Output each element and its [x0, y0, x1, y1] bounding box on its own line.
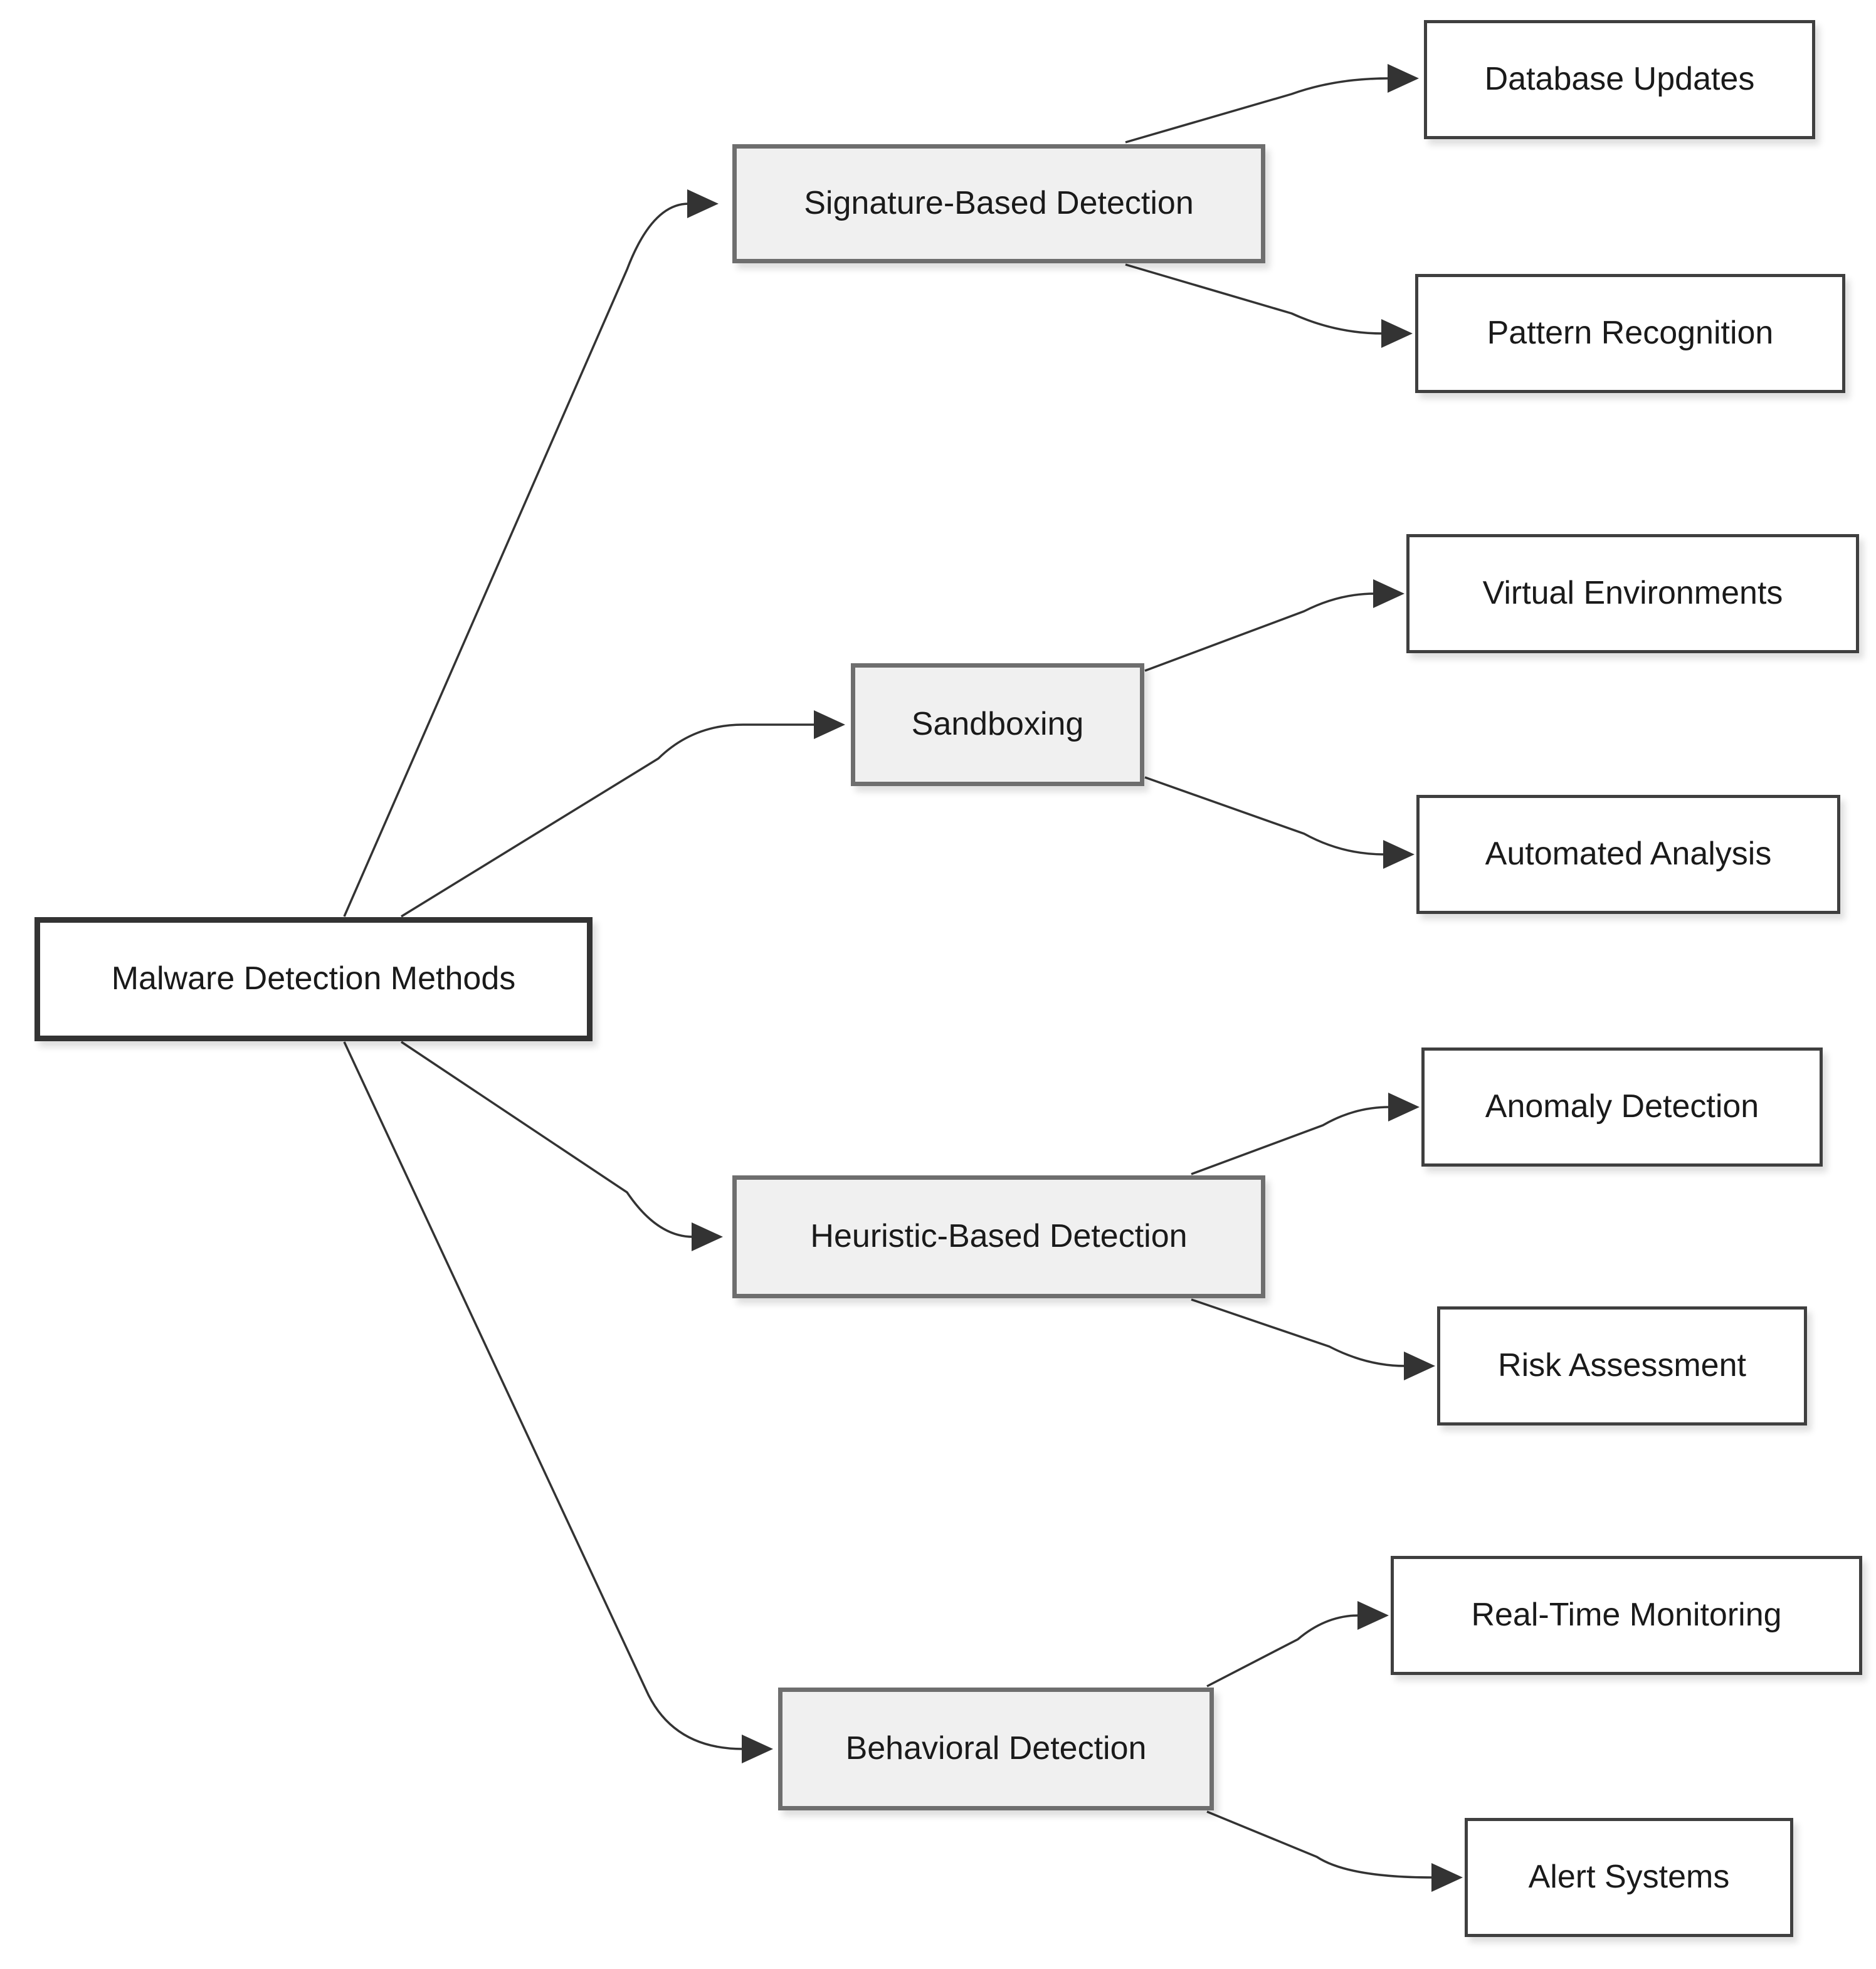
edge-signature-to-pattern: [1125, 263, 1413, 348]
edge-root-to-signature: [343, 189, 719, 917]
edge-behavioral-to-realtime: [1206, 1601, 1389, 1688]
node-alert-systems: Alert Systems: [1465, 1818, 1793, 1937]
node-sandboxing: Sandboxing: [851, 663, 1144, 786]
edge-root-to-heuristic: [401, 1041, 723, 1251]
edge-heuristic-to-risk: [1191, 1298, 1435, 1380]
node-signature-based-detection: Signature-Based Detection: [732, 144, 1265, 263]
node-behavioral-detection: Behavioral Detection: [778, 1688, 1214, 1810]
node-label: Malware Detection Methods: [111, 960, 516, 997]
node-label: Automated Analysis: [1485, 836, 1772, 873]
edge-signature-to-database: [1125, 64, 1419, 144]
node-real-time-monitoring: Real-Time Monitoring: [1391, 1556, 1862, 1675]
edge-behavioral-to-alert: [1206, 1810, 1463, 1892]
edge-sandboxing-to-virtual: [1144, 579, 1404, 672]
node-label: Database Updates: [1484, 61, 1755, 98]
node-label: Signature-Based Detection: [804, 185, 1194, 222]
node-label: Behavioral Detection: [845, 1730, 1147, 1767]
node-malware-detection-methods: Malware Detection Methods: [34, 917, 593, 1041]
node-anomaly-detection: Anomaly Detection: [1421, 1048, 1823, 1167]
node-label: Risk Assessment: [1498, 1347, 1746, 1384]
node-label: Virtual Environments: [1482, 575, 1783, 612]
node-label: Heuristic-Based Detection: [810, 1218, 1188, 1255]
edge-sandboxing-to-automated: [1144, 776, 1415, 869]
node-automated-analysis: Automated Analysis: [1416, 795, 1840, 914]
node-risk-assessment: Risk Assessment: [1437, 1306, 1807, 1426]
node-database-updates: Database Updates: [1424, 20, 1815, 139]
node-label: Alert Systems: [1528, 1859, 1730, 1896]
node-label: Sandboxing: [911, 706, 1084, 743]
node-label: Pattern Recognition: [1487, 315, 1774, 352]
node-heuristic-based-detection: Heuristic-Based Detection: [732, 1175, 1265, 1298]
edge-root-to-behavioral: [343, 1041, 773, 1763]
node-label: Anomaly Detection: [1485, 1088, 1759, 1125]
node-label: Real-Time Monitoring: [1471, 1597, 1782, 1634]
edge-heuristic-to-anomaly: [1191, 1093, 1420, 1175]
node-pattern-recognition: Pattern Recognition: [1415, 274, 1845, 393]
node-virtual-environments: Virtual Environments: [1406, 534, 1859, 653]
edge-root-to-sandboxing: [401, 710, 845, 918]
